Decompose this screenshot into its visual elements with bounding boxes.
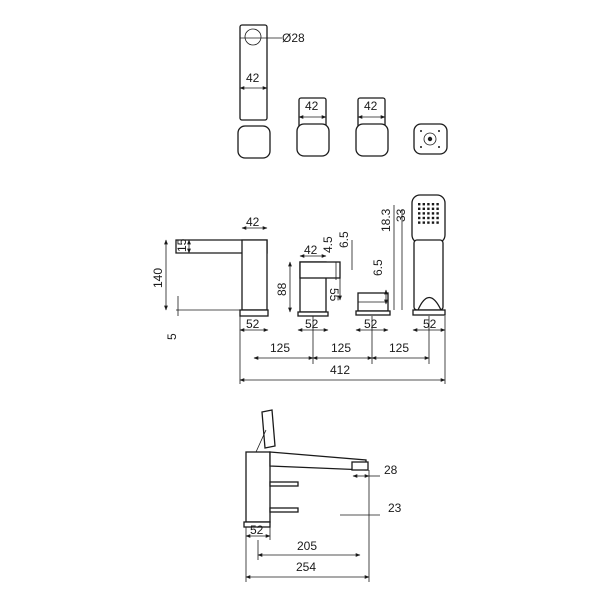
mixer-width-label: 42 [304,243,318,257]
top-view: Ø28 42 42 42 [237,24,448,159]
shower-dim-b-label: 18.3 [379,208,393,232]
shower-dim-c-label: 33 [394,208,408,222]
base2-width-label: 52 [305,317,319,331]
nozzle-dot [422,203,425,206]
handle1-top [296,97,330,157]
nozzle-dot [427,212,430,215]
nozzle-dot [418,221,421,224]
side-view: 28 23 52 205 254 [243,409,402,582]
diverter-base-width-label: 52 [364,317,378,331]
nozzle-dot [422,216,425,220]
nozzle-dot [431,221,435,224]
spacing-3-label: 125 [389,341,409,355]
nozzle-dot [418,203,421,206]
nozzle-dot [436,203,439,206]
nozzle-dot [427,203,430,206]
outlet-offset-label: 23 [388,501,402,515]
nozzle-dot [436,207,439,210]
spacing-2-label: 125 [331,341,351,355]
nozzle-dot [436,212,439,215]
mixer-height-label: 88 [275,282,289,296]
nozzle-dot [422,212,425,215]
nozzle-dot [431,203,435,206]
base-height-label: 5 [165,333,179,340]
spacing-1-label: 125 [270,341,290,355]
nozzle-dot [431,216,435,220]
nozzle-dot [436,221,439,224]
hand-shower-side [255,409,276,453]
nozzle-dot [427,216,430,220]
nozzle-dot [418,216,421,220]
nozzle-dot [431,207,435,210]
mixer-dim-a-label: 4.5 [321,236,335,253]
handle1-width-label: 42 [305,99,319,113]
spout-top [237,24,271,159]
nozzle-dot [427,207,430,210]
spout-height-label: 140 [151,268,165,288]
shower-holder-top [413,123,448,155]
nozzle-dot [431,212,435,215]
nozzle-dot [427,221,430,224]
overall-width-label: 412 [330,363,350,377]
overall-depth-label: 254 [296,560,316,574]
base1-width-label: 52 [246,317,260,331]
spout-thickness-label: 15 [175,238,189,252]
outlet-dia-label: 28 [384,463,398,477]
shower-dim-a-label: 6.5 [371,259,385,276]
spout-width-front-label: 42 [246,215,260,229]
side-base-width-label: 52 [250,523,264,537]
nozzle-dot [418,212,421,215]
nozzle-dot [422,221,425,224]
hand-shower-front [411,194,446,316]
spout-front [175,239,269,317]
body-side [243,451,369,528]
mixer-dim-c-label: 55 [327,288,341,302]
handle2-width-label: 42 [364,99,378,113]
reach-label: 205 [297,539,317,553]
spout-diameter-label: Ø28 [282,31,305,45]
shower-nozzles [418,203,439,224]
handle2-top [355,97,389,157]
diverter-front [355,292,391,316]
mixer-dim-b-label: 6.5 [337,231,351,248]
nozzle-dot [418,207,421,210]
front-view: 42 15 140 5 52 42 88 4.5 6.5 55 52 [151,194,446,384]
shower-base-width-label: 52 [423,317,437,331]
mixer-front [297,261,341,317]
spout-width-label: 42 [246,71,260,85]
nozzle-dot [436,216,439,220]
nozzle-dot [422,207,425,210]
